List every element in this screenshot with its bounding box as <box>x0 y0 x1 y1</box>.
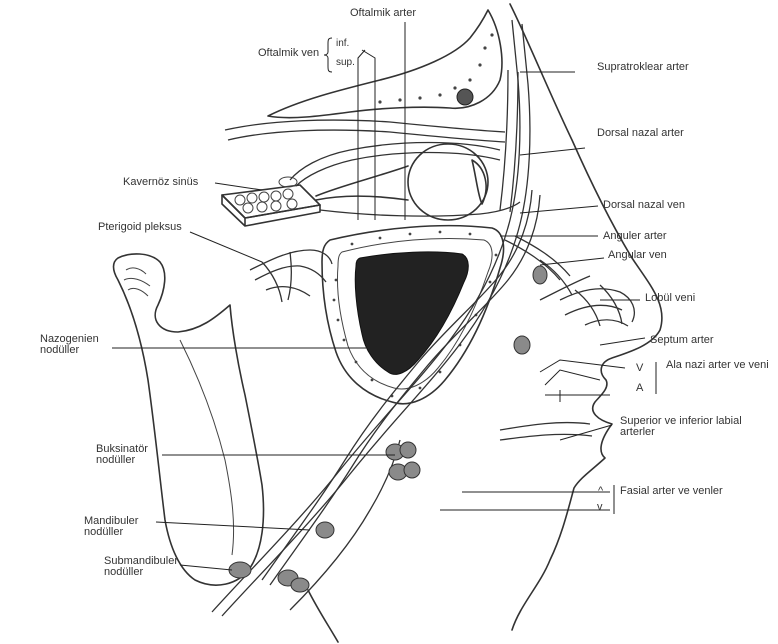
label-fasial-arter-venler: Fasial arter ve venler <box>620 486 730 497</box>
label-oftalmik-ven: Oftalmik ven <box>258 48 319 59</box>
optic-cone <box>316 166 408 200</box>
label-buksinator-noduller: Buksinatör nodüller <box>96 444 166 466</box>
label-fasial-caret-up: ^ <box>598 486 603 497</box>
oftalmik-ven-bracket <box>324 38 332 72</box>
label-sup: sup. <box>336 58 355 68</box>
cavernous-sinus-lumen <box>279 177 297 187</box>
labial-arteries <box>500 423 592 440</box>
label-dorsal-nazal-ven: Dorsal nazal ven <box>603 200 685 211</box>
label-ala-nazi: Ala nazi arter ve veni <box>666 360 776 371</box>
lobule-vein-network <box>540 260 634 326</box>
label-supratroklear-arter: Supratroklear arter <box>597 62 707 73</box>
label-fasial-caret-down: v <box>597 502 603 513</box>
label-pterigoid-pleksus: Pterigoid pleksus <box>98 222 182 233</box>
mandible-condyle-texture <box>124 268 150 296</box>
ophthalmic-vein-sup <box>290 143 500 181</box>
face-profile-outline <box>510 4 662 630</box>
label-submandibuler-noduller: Submandibuler nodüller <box>104 556 184 578</box>
label-lobul-veni: Lobül veni <box>645 293 695 304</box>
label-oftalmik-arter: Oftalmik arter <box>350 8 416 19</box>
frontal-sinus-dots <box>378 33 493 103</box>
label-ala-a: A <box>636 383 643 394</box>
mandible-inner-line <box>180 340 234 555</box>
neck-back-outline <box>308 590 338 642</box>
label-mandibuler-noduller: Mandibuler nodüller <box>84 516 154 538</box>
label-anguler-arter: Anguler arter <box>603 231 667 242</box>
ophthalmic-vein-upper-2 <box>228 130 505 142</box>
label-ala-v: V <box>636 363 643 374</box>
label-nazogenien-noduller: Nazogenien nodüller <box>40 334 112 356</box>
label-septum-arter: Septum arter <box>650 335 714 346</box>
label-inf: inf. <box>336 39 349 49</box>
cavernous-sinus-front <box>222 195 320 226</box>
label-dorsal-nazal-arter: Dorsal nazal arter <box>597 128 697 139</box>
label-angular-ven: Angular ven <box>608 250 667 261</box>
label-labial-arterler: Superior ve inferior labial arterler <box>620 416 770 438</box>
label-kavernoz-sinus: Kavernöz sinüs <box>123 177 198 188</box>
frontal-foramen <box>457 89 473 105</box>
pterygoid-plexus-vessels <box>250 250 332 302</box>
